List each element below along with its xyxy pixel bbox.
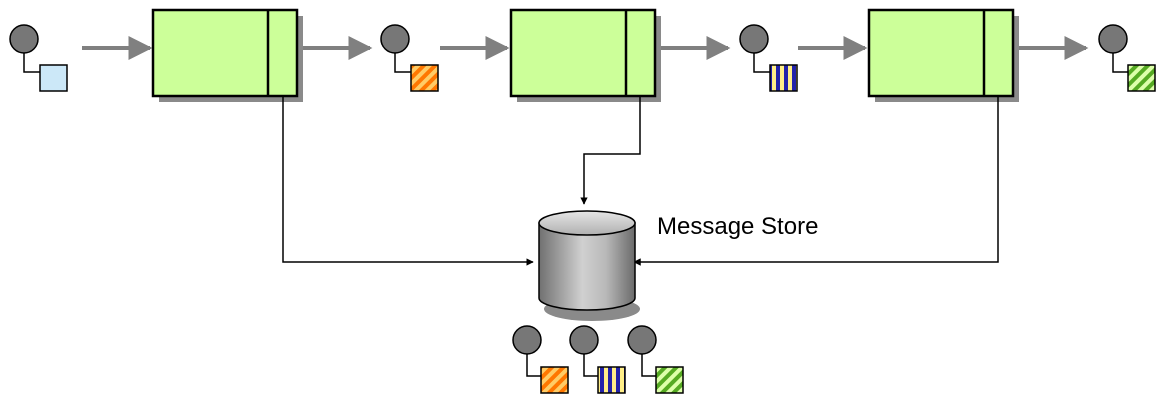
token-connector — [583, 350, 598, 377]
token-circle — [739, 24, 769, 54]
message-green-icon — [1127, 64, 1156, 92]
token-connector — [641, 350, 656, 377]
store-connector-processor-2 — [580, 96, 641, 205]
message-input — [9, 24, 68, 92]
store-connector-processor-3 — [633, 96, 999, 266]
message-store-icon — [538, 210, 640, 321]
stored-message-blue — [569, 325, 626, 394]
token-circle — [569, 325, 599, 355]
cylinder-body — [538, 222, 636, 311]
processor-box — [509, 8, 657, 98]
processor-1 — [151, 8, 303, 102]
token-connector — [753, 50, 770, 73]
stored-message-green — [627, 325, 684, 394]
message-blue-icon — [597, 366, 626, 394]
processor-3 — [867, 8, 1019, 102]
message-green-icon — [655, 366, 684, 394]
stored-message-orange — [512, 325, 569, 394]
token-circle — [380, 24, 410, 54]
cylinder-top — [538, 210, 636, 236]
token-connector — [23, 50, 40, 73]
token-circle — [1098, 24, 1128, 54]
token-circle — [512, 325, 542, 355]
message-blue-icon — [769, 64, 798, 92]
token-connector — [526, 350, 541, 377]
store-connector-processor-1 — [282, 96, 534, 266]
message-orange-icon — [540, 366, 569, 394]
message-plain-icon — [39, 64, 68, 92]
message-after-processor-1 — [380, 24, 439, 92]
processor-box — [151, 8, 299, 98]
message-orange-icon — [410, 64, 439, 92]
processor-2 — [509, 8, 661, 102]
token-connector — [1112, 50, 1128, 73]
processor-box — [867, 8, 1015, 98]
token-circle — [9, 24, 39, 54]
message-output — [1098, 24, 1156, 92]
message-after-processor-2 — [739, 24, 798, 92]
message-store-label: Message Store — [657, 213, 818, 240]
token-connector — [394, 50, 411, 73]
token-circle — [627, 325, 657, 355]
